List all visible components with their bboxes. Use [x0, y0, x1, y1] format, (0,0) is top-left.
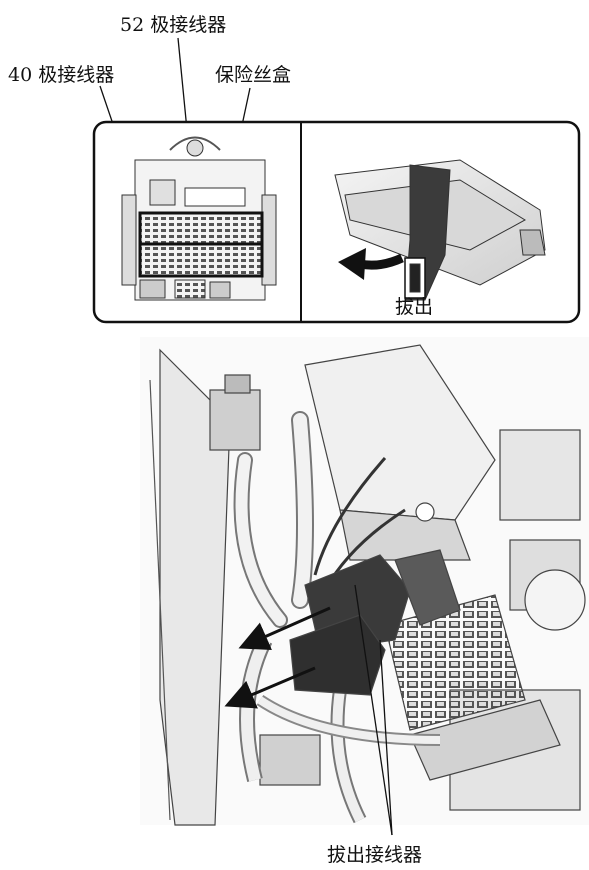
arrow-icon — [338, 248, 404, 280]
label-52-pin-connector: 52 极接线器 — [120, 14, 227, 36]
label-pull-out: 拔出 — [395, 296, 434, 318]
label-40-pin-connector: 40 极接线器 — [8, 64, 115, 86]
connector-52-outline — [138, 211, 264, 246]
pull-arrows — [224, 606, 331, 709]
label-fuse-box: 保险丝盒 — [215, 64, 292, 86]
engine-bay-illustration — [140, 337, 589, 826]
bottom-leader-lines — [354, 584, 393, 836]
connector-icon — [334, 159, 546, 301]
connector-40-outline — [138, 242, 264, 278]
label-pull-out-connector: 拔出接线器 — [327, 844, 423, 866]
